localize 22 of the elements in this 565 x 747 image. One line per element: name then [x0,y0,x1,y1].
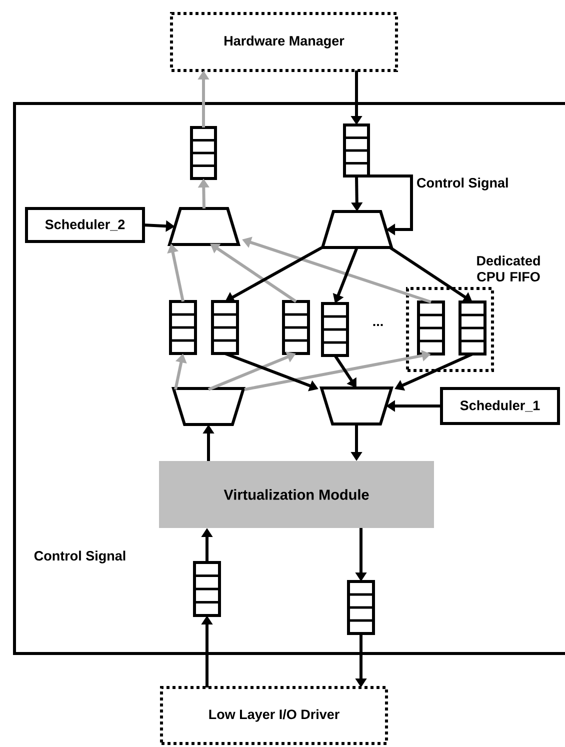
fifo-group-box: Dedicated CPU FIFO [406,256,540,372]
fifo-queue [190,126,217,180]
fifo-queue [343,124,370,178]
component-box: Hardware Manager [170,12,398,72]
fifo-queue [347,580,375,635]
component-box: Low Layer I/O Driver [160,686,388,745]
ellipsis: ... [373,324,383,326]
fifo-queue [211,300,239,355]
scheduler-box: Scheduler_1 [440,387,560,425]
arrow [368,174,413,236]
fifo-queue [417,300,445,356]
fifo-queue [193,561,221,617]
edge-label: Control Signal [416,176,510,192]
fifo-queue [169,300,197,355]
fifo-queue [282,300,310,355]
scheduler-box: Scheduler_2 [25,207,145,243]
system-frame [13,102,565,655]
fifo-queue [458,300,486,356]
node-label: Dedicated CPU FIFO [477,256,540,282]
label: Control Signal [34,550,126,564]
fifo-queue [321,302,349,357]
module-box: Virtualization Module [159,461,434,528]
